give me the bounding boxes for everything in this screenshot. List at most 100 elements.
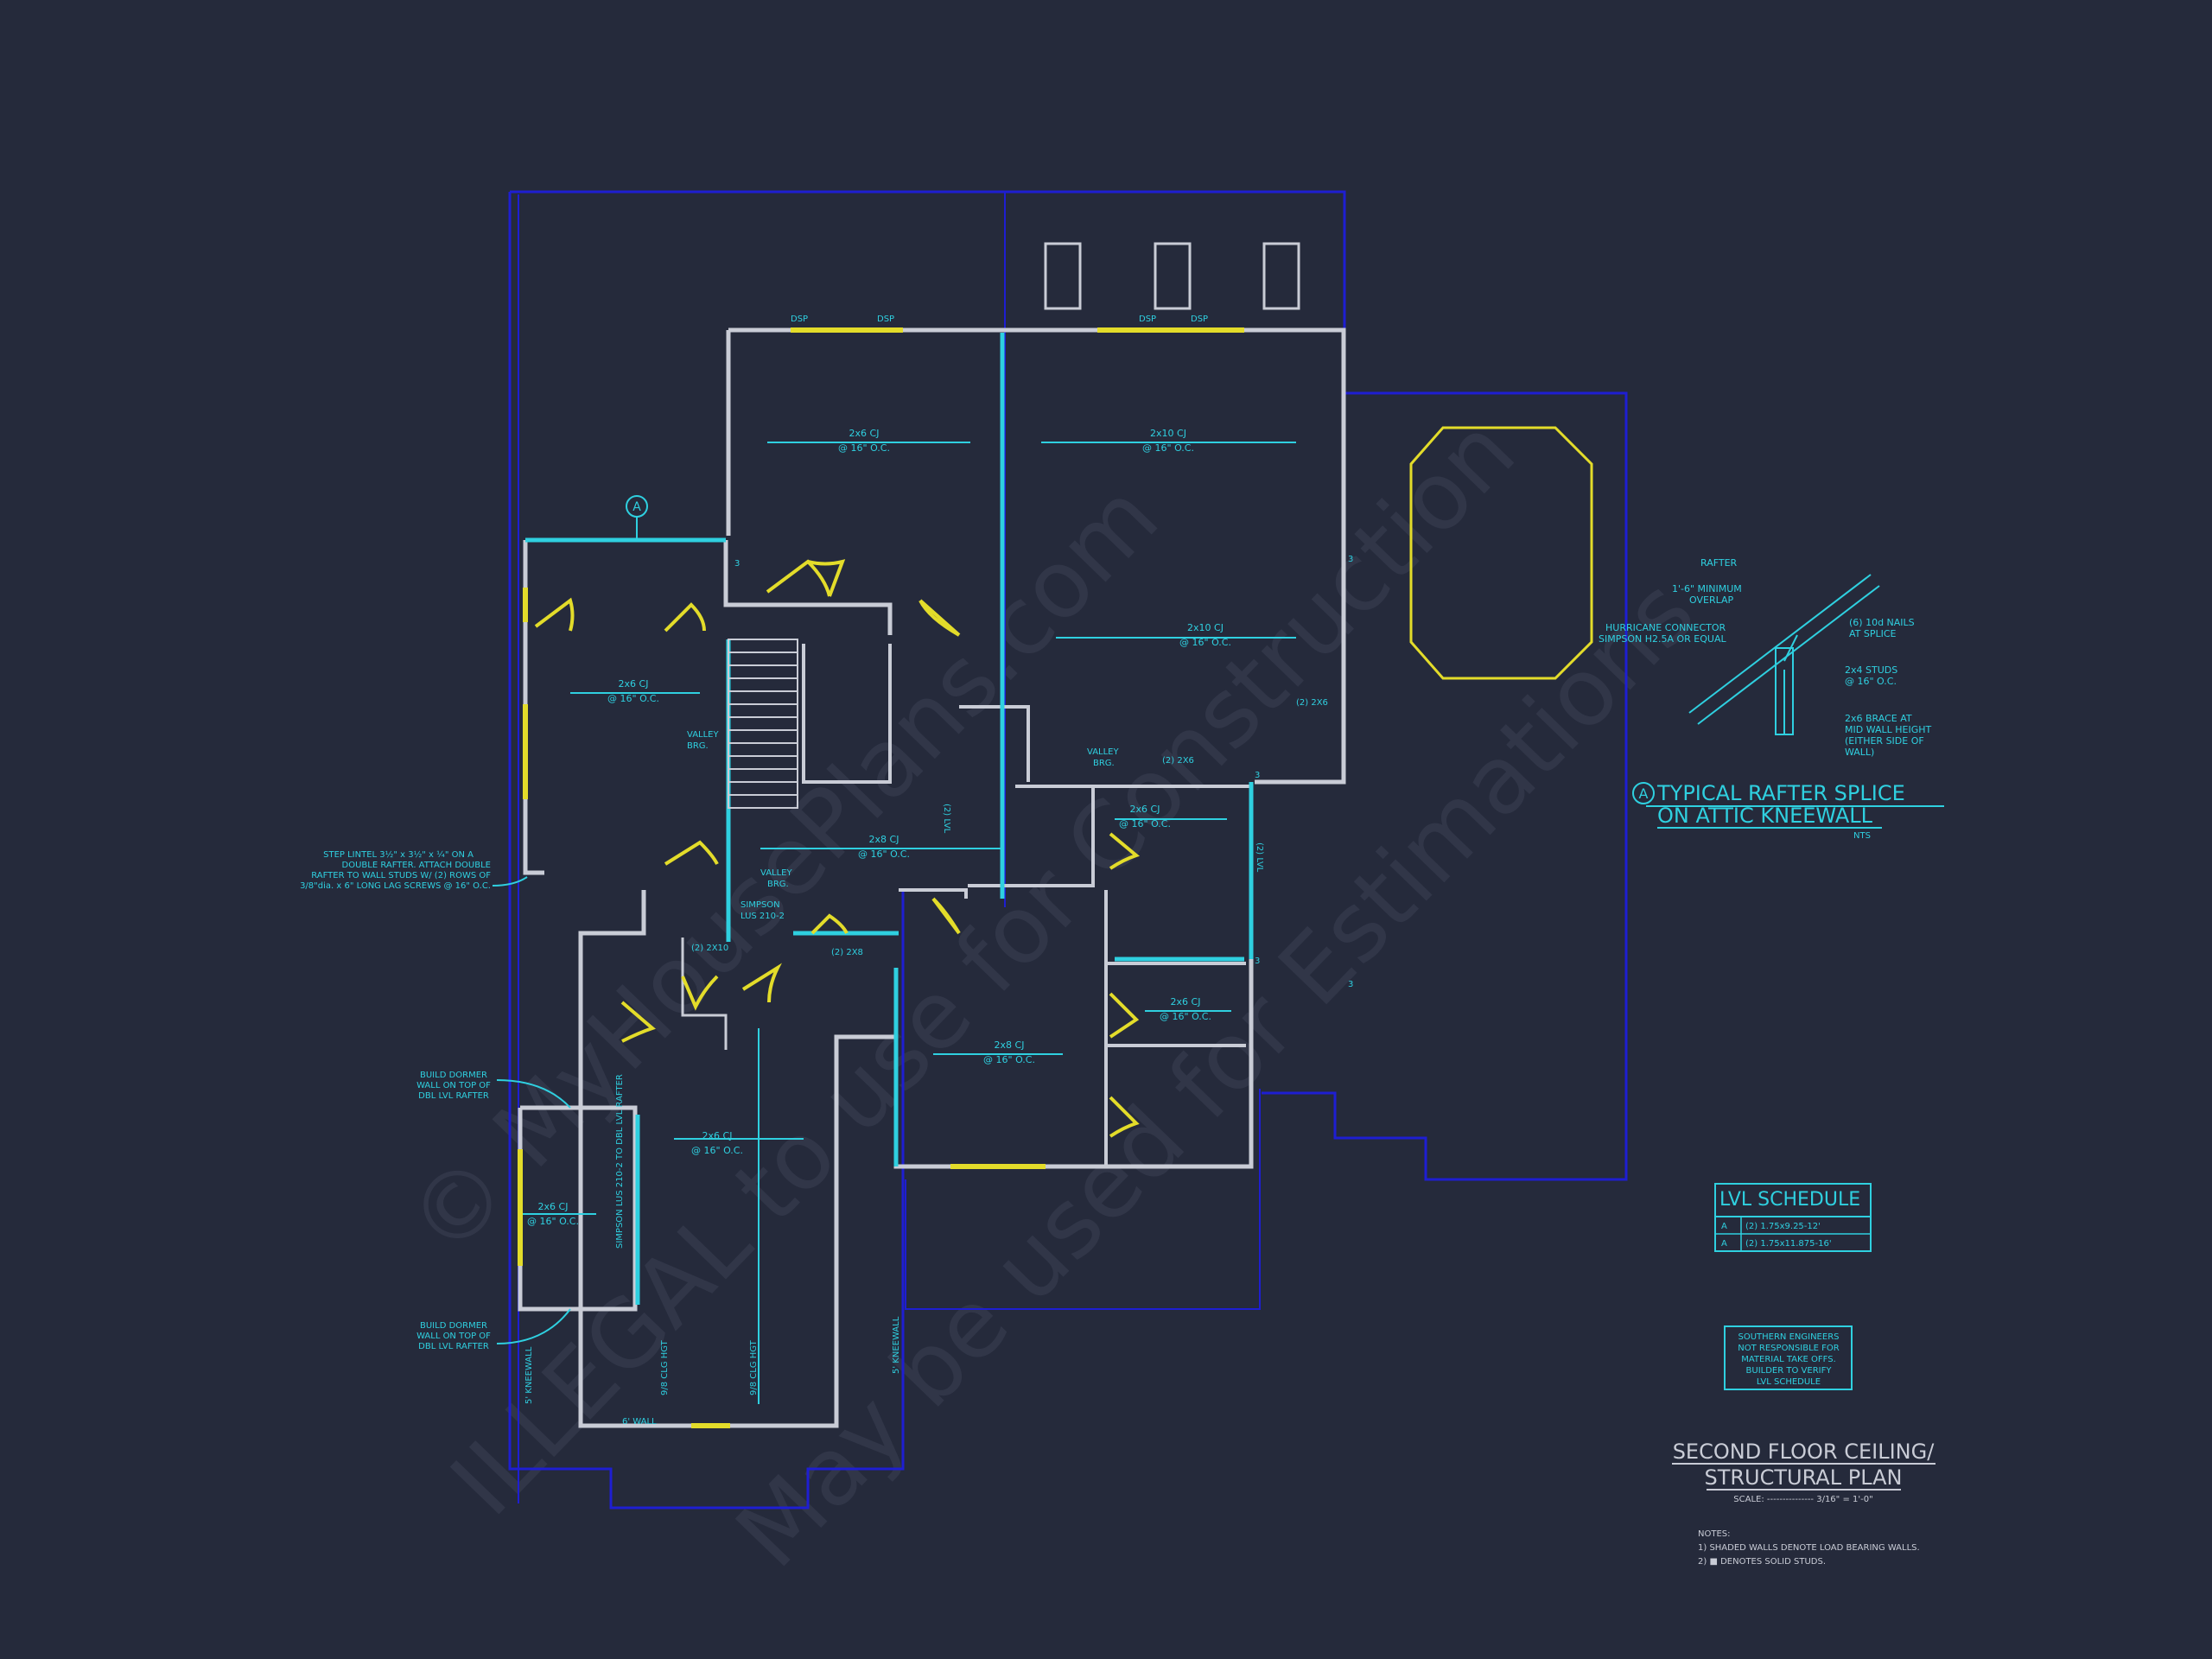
octagon-window — [1409, 426, 1593, 680]
valley-brg-label: BRG. — [767, 880, 789, 889]
dormer-beam-note: SIMPSON LUS 210-2 TO DBL LVL RAFTER — [615, 1074, 625, 1249]
lvl-row-tag: A — [1721, 1222, 1727, 1231]
svg-text:RAFTER: RAFTER — [1700, 557, 1738, 569]
svg-text:@ 16" O.C.: @ 16" O.C. — [1179, 637, 1231, 648]
valley-brg-label: VALLEY — [687, 730, 720, 740]
svg-text:SIMPSON H2.5A OR EQUAL: SIMPSON H2.5A OR EQUAL — [1599, 633, 1726, 645]
roof-vents — [1044, 242, 1300, 310]
dsp-label: DSP — [791, 315, 808, 324]
room-label: 2x6 CJ @ 16" O.C. — [607, 678, 659, 704]
svg-text:WALL ON TOP OF: WALL ON TOP OF — [416, 1081, 491, 1090]
svg-text:@ 16" O.C.: @ 16" O.C. — [607, 693, 659, 704]
valley-brg-label: VALLEY — [1087, 747, 1120, 757]
drawing-title: STRUCTURAL PLAN — [1704, 1465, 1902, 1490]
drawing-scale: SCALE: --------------- 3/16" = 1'-0" — [1733, 1495, 1872, 1504]
step-lintel-callout: STEP LINTEL 3½" x 3½" x ¼" ON A DOUBLE R… — [300, 849, 491, 891]
svg-text:DBL LVL RAFTER: DBL LVL RAFTER — [418, 1342, 489, 1351]
title-block: SECOND FLOOR CEILING/ STRUCTURAL PLAN SC… — [1672, 1440, 1936, 1504]
dsp-label: DSP — [1139, 315, 1156, 324]
svg-text:(6) 10d NAILS: (6) 10d NAILS — [1849, 617, 1915, 628]
clg-hgt-note: 9/8 CLG HGT — [660, 1339, 670, 1395]
lvl-tag: (2) LVL — [942, 804, 951, 834]
svg-text:@ 16" O.C.: @ 16" O.C. — [1845, 676, 1897, 687]
svg-text:BUILD DORMER: BUILD DORMER — [420, 1321, 487, 1331]
svg-text:@ 16" O.C.: @ 16" O.C. — [838, 442, 890, 454]
detail-drawing — [1688, 574, 1880, 735]
detail-marker: A — [1639, 785, 1649, 802]
dormer-callout: BUILD DORMER WALL ON TOP OF DBL LVL RAFT… — [416, 1321, 491, 1351]
svg-text:3/8"dia. x 6" LONG LAG SCREWS: 3/8"dia. x 6" LONG LAG SCREWS @ 16" O.C. — [300, 881, 491, 891]
simpson-label: LUS 210-2 — [741, 912, 785, 921]
svg-text:@ 16" O.C.: @ 16" O.C. — [1160, 1011, 1211, 1022]
svg-text:(EITHER SIDE OF: (EITHER SIDE OF — [1845, 735, 1924, 747]
svg-text:WALL): WALL) — [1845, 747, 1874, 758]
room-label: 2x8 CJ@ 16" O.C. — [983, 1039, 1035, 1065]
notes: NOTES: 1) SHADED WALLS DENOTE LOAD BEARI… — [1698, 1529, 1920, 1567]
room-label: 2x10 CJ @ 16" O.C. — [1179, 622, 1231, 648]
svg-text:2x6 CJ: 2x6 CJ — [849, 428, 880, 439]
stud-mark: 3 — [1348, 980, 1353, 989]
svg-text:@ 16" O.C.: @ 16" O.C. — [691, 1145, 743, 1156]
stud-mark: 3 — [1255, 957, 1260, 966]
lvl-schedule-title: LVL SCHEDULE — [1719, 1189, 1860, 1211]
header-label: (2) 2X6 — [1296, 698, 1328, 708]
svg-text:MATERIAL TAKE OFFS.: MATERIAL TAKE OFFS. — [1741, 1355, 1836, 1364]
svg-text:HURRICANE CONNECTOR: HURRICANE CONNECTOR — [1605, 622, 1726, 633]
joist-arrows — [523, 442, 1296, 1404]
leader-line — [496, 1308, 571, 1344]
svg-text:DOUBLE RAFTER. ATTACH DOUBLE: DOUBLE RAFTER. ATTACH DOUBLE — [342, 861, 491, 870]
svg-text:2x6 CJ: 2x6 CJ — [619, 678, 649, 690]
svg-text:@ 16" O.C.: @ 16" O.C. — [1142, 442, 1194, 454]
stud-mark: 3 — [734, 559, 740, 569]
svg-text:BUILD DORMER: BUILD DORMER — [420, 1071, 487, 1080]
wall-note: 6' WALL — [622, 1417, 657, 1427]
header-label: (2) 2X10 — [691, 944, 728, 953]
room-label: 2x6 CJ @ 16" O.C. — [691, 1130, 743, 1156]
valley-brg-label: BRG. — [687, 741, 709, 751]
svg-text:AT SPLICE: AT SPLICE — [1849, 628, 1897, 639]
svg-text:@ 16" O.C.: @ 16" O.C. — [527, 1216, 579, 1227]
svg-text:2x10 CJ: 2x10 CJ — [1150, 428, 1186, 439]
detail-scale: NTS — [1853, 831, 1871, 841]
lvl-row-tag: A — [1721, 1239, 1727, 1249]
svg-text:OVERLAP: OVERLAP — [1689, 594, 1733, 606]
stairs — [728, 639, 798, 809]
room-labels: 2x6 CJ @ 16" O.C. 2x10 CJ @ 16" O.C. 2x6 C… — [527, 428, 1231, 1227]
header-label: (2) 2X8 — [831, 948, 863, 957]
leader-line — [496, 1079, 571, 1109]
lvl-row-text: (2) 1.75x9.25-12' — [1745, 1222, 1821, 1231]
svg-text:2x10 CJ: 2x10 CJ — [1187, 622, 1224, 633]
section-marker: A — [626, 495, 648, 540]
windows — [518, 327, 1244, 1428]
notes-heading: NOTES: — [1698, 1529, 1731, 1539]
note-item: 1) SHADED WALLS DENOTE LOAD BEARING WALL… — [1698, 1543, 1920, 1553]
valley-brg-label: VALLEY — [760, 868, 793, 878]
room-label: 2x8 CJ @ 16" O.C. — [858, 834, 910, 860]
room-label: 2x6 CJ @ 16" O.C. — [838, 428, 890, 454]
svg-text:STEP LINTEL 3½" x 3½" x ¼" ON: STEP LINTEL 3½" x 3½" x ¼" ON A — [323, 849, 474, 860]
svg-text:@ 16" O.C.: @ 16" O.C. — [983, 1054, 1035, 1065]
svg-text:SOUTHERN ENGINEERS: SOUTHERN ENGINEERS — [1738, 1332, 1839, 1342]
stud-mark: 3 — [1255, 771, 1260, 780]
plan-notes: DSP DSP DSP DSP VALLEY BRG. VALLEY BRG. … — [524, 315, 1353, 1427]
svg-text:NOT RESPONSIBLE FOR: NOT RESPONSIBLE FOR — [1738, 1344, 1839, 1353]
note-item: 2) ■ DENOTES SOLID STUDS. — [1698, 1557, 1826, 1567]
rafter-splice-detail: RAFTER 1'-6" MINIMUM OVERLAP HURRICANE C… — [1599, 557, 1944, 841]
svg-text:BUILDER TO VERIFY: BUILDER TO VERIFY — [1746, 1366, 1833, 1376]
svg-text:@ 16" O.C.: @ 16" O.C. — [858, 849, 910, 860]
svg-text:2x6 CJ: 2x6 CJ — [1130, 804, 1160, 815]
kneewall-note: 5' KNEEWALL — [524, 1346, 534, 1404]
stair-treads — [728, 652, 798, 796]
clg-hgt-note: 9/8 CLG HGT — [749, 1339, 759, 1395]
valley-brg-label: BRG. — [1093, 759, 1115, 768]
svg-text:2x6 CJ: 2x6 CJ — [702, 1130, 733, 1141]
lvl-row-text: (2) 1.75x11.875-16' — [1745, 1239, 1832, 1249]
simpson-label: SIMPSON — [741, 900, 780, 910]
walls — [518, 327, 1346, 1428]
dsp-label: DSP — [1191, 315, 1208, 324]
stud-mark: 3 — [1348, 555, 1353, 564]
svg-text:2x8 CJ: 2x8 CJ — [869, 834, 899, 845]
room-label: 2x6 CJ@ 16" O.C. — [1119, 804, 1171, 830]
detail-title: ON ATTIC KNEEWALL — [1657, 804, 1873, 828]
